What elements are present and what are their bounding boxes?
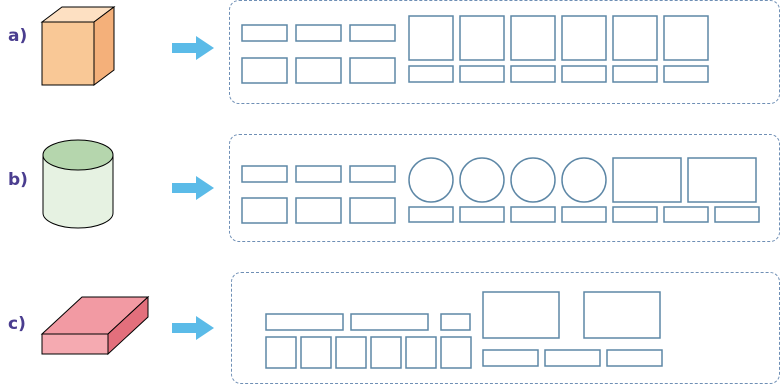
rect-face [241,165,288,183]
rect-face [408,206,454,223]
rect-face [349,24,396,42]
rect-face [606,349,663,367]
rect-face [482,349,539,367]
circle-face [459,157,505,203]
rect-face [510,65,556,83]
rect-face [583,291,661,339]
rect-face [408,65,454,83]
rectangular-prism-icon [40,295,150,356]
arrow-right-icon [172,316,214,340]
square-face [405,336,437,369]
row-label-a: a) [8,26,28,46]
arrow-right-icon [172,176,214,200]
square-face [459,15,505,61]
square-face [612,15,658,61]
square-face [561,15,607,61]
rect-face [561,65,607,83]
cube-icon [40,6,116,86]
rect-face [714,206,760,223]
rect-face [295,24,342,42]
rect-face [459,65,505,83]
rect-face [241,57,288,84]
rect-face [295,197,342,224]
rect-face [561,206,607,223]
rect-face [459,206,505,223]
circle-face [561,157,607,203]
rect-face [349,197,396,224]
row-label-b: b) [8,170,28,190]
rect-face [241,197,288,224]
rect-face [510,206,556,223]
row-label-c: c) [8,314,26,334]
rect-face [349,57,396,84]
rect-face [350,313,429,331]
net-panel-c [231,272,780,384]
rect-face [482,291,560,339]
circle-face [408,157,454,203]
square-face [408,15,454,61]
rect-face [612,157,682,203]
rect-face [265,313,344,331]
rect-face [612,206,658,223]
rect-face [241,24,288,42]
rect-face [612,65,658,83]
square-face [265,336,297,369]
square-face [300,336,332,369]
square-face [510,15,556,61]
rect-face [663,65,709,83]
rect-face [440,313,471,331]
rect-face [295,57,342,84]
square-face [335,336,367,369]
arrow-right-icon [172,36,214,60]
square-face [370,336,402,369]
cylinder-icon [42,139,114,229]
square-face [440,336,472,369]
rect-face [544,349,601,367]
rect-face [295,165,342,183]
rect-face [663,206,709,223]
rect-face [687,157,757,203]
rect-face [349,165,396,183]
square-face [663,15,709,61]
net-panel-b [229,134,780,242]
circle-face [510,157,556,203]
net-panel-a [229,0,780,104]
